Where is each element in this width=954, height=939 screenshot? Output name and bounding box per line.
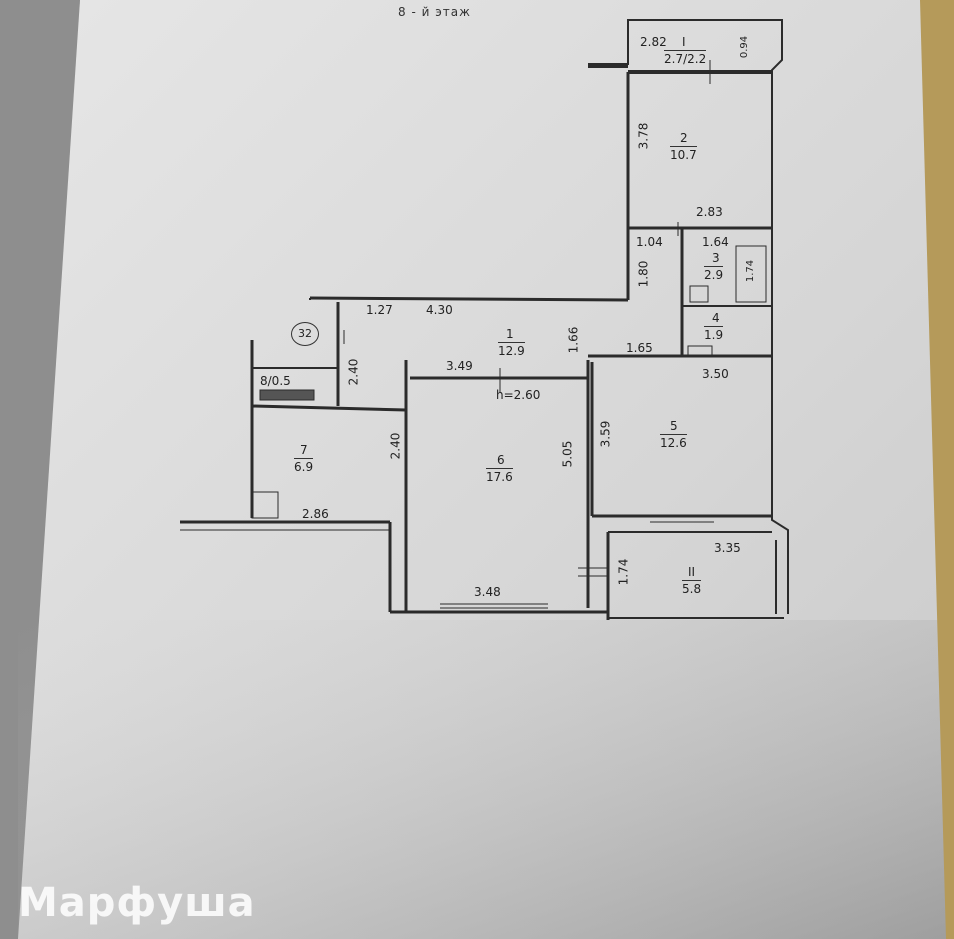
room-5-num: 5 <box>670 419 678 433</box>
room-I-num: I <box>682 35 686 49</box>
dim-3-78: 3.78 <box>636 122 651 150</box>
room-8-label: 8/0.5 <box>260 374 291 388</box>
room-I-area: 2.7/2.2 <box>664 50 707 66</box>
outer-wall <box>588 19 789 614</box>
room-7-area: 6.9 <box>294 458 314 474</box>
dim-1-66: 1.66 <box>566 326 581 354</box>
room-II-num: II <box>688 565 696 579</box>
dim-1-64: 1.64 <box>702 235 729 249</box>
room-5-area: 12.6 <box>660 434 687 450</box>
dim-2-40-room7: 2.40 <box>388 432 403 460</box>
ceiling-height-note: h=2.60 <box>496 388 541 402</box>
dim-0-94: 0.94 <box>739 35 751 59</box>
dim-3-50: 3.50 <box>702 367 729 381</box>
floor-title: 8 - й этаж <box>398 5 471 19</box>
dim-2-83: 2.83 <box>696 205 723 219</box>
dim-2-82: 2.82 <box>640 35 667 49</box>
right-edge-surface <box>920 0 954 939</box>
dim-1-65: 1.65 <box>626 341 653 355</box>
dim-3-49: 3.49 <box>446 359 473 373</box>
dim-5-05: 5.05 <box>560 440 575 468</box>
watermark: Марфуша <box>18 880 256 926</box>
dim-1-80: 1.80 <box>636 260 651 288</box>
dim-4-30: 4.30 <box>426 303 453 317</box>
room-3-num: 3 <box>712 251 720 265</box>
dim-2-86: 2.86 <box>302 507 329 521</box>
room-6-num: 6 <box>497 453 505 467</box>
room-2-area: 10.7 <box>670 146 697 162</box>
dim-3-59: 3.59 <box>598 420 613 448</box>
dim-1-74-bath: 1.74 <box>745 259 757 283</box>
room-6-area: 17.6 <box>486 468 513 484</box>
apartment-number: 32 <box>291 322 319 346</box>
room-4-num: 4 <box>712 311 720 325</box>
room-2-num: 2 <box>680 131 688 145</box>
dim-1-74-balcony: 1.74 <box>616 558 631 586</box>
room-7-num: 7 <box>300 443 308 457</box>
dim-3-48: 3.48 <box>474 585 501 599</box>
dim-2-40-corridor: 2.40 <box>346 358 361 386</box>
dim-1-04: 1.04 <box>636 235 663 249</box>
room-3-area: 2.9 <box>704 266 724 282</box>
room-4-area: 1.9 <box>704 326 724 342</box>
room-II-area: 5.8 <box>682 580 702 596</box>
room-1-num: 1 <box>506 327 514 341</box>
room-1-area: 12.9 <box>498 342 525 358</box>
dim-1-27: 1.27 <box>366 303 393 317</box>
dim-3-35: 3.35 <box>714 541 741 555</box>
